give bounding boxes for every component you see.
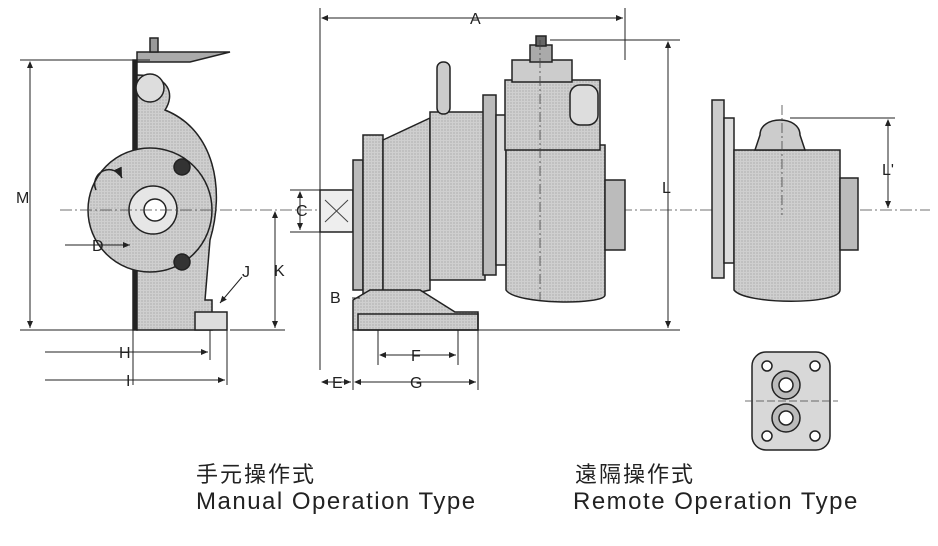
valve-nut xyxy=(535,35,547,47)
dim-label-a: A xyxy=(470,11,481,28)
shaft-cross xyxy=(324,199,349,223)
motor-body xyxy=(429,111,486,281)
port-plate-detail xyxy=(745,351,838,451)
valve-top xyxy=(511,59,573,83)
dim-label-l: L xyxy=(662,180,671,197)
caption-remote-en: Remote Operation Type xyxy=(573,488,859,515)
left-bolt-top xyxy=(173,158,191,176)
mid-flange-left xyxy=(482,94,497,276)
port-bore-lower xyxy=(778,410,794,426)
plate-hole-bl xyxy=(761,430,773,442)
dim-label-f: F xyxy=(411,348,421,365)
pump-cap xyxy=(604,179,626,251)
right-port-boss xyxy=(753,119,807,151)
right-pump-cap xyxy=(839,177,859,251)
center-front-view xyxy=(319,35,626,331)
right-pump-body xyxy=(733,149,841,302)
shaft-flange-b xyxy=(362,134,384,311)
dim-label-i: I xyxy=(126,373,130,390)
dim-label-e: E xyxy=(332,375,343,392)
left-knob xyxy=(135,73,165,103)
left-handle xyxy=(136,51,231,63)
right-remote-view xyxy=(711,99,859,302)
caption-manual-jp: 手元操作式 xyxy=(196,463,317,488)
caption-manual-en: Manual Operation Type xyxy=(196,488,477,515)
left-handle-stem xyxy=(149,37,159,53)
center-dimensions xyxy=(290,8,680,390)
right-dimensions xyxy=(790,117,895,208)
plate-hole-br xyxy=(809,430,821,442)
port-bore-upper xyxy=(778,377,794,393)
dim-label-l-prime: L' xyxy=(882,162,894,179)
shaft-flange-a xyxy=(352,159,364,291)
dim-label-j: J xyxy=(242,264,250,281)
plate-hole-tr xyxy=(809,360,821,372)
valve-cap xyxy=(529,44,553,63)
rotation-arrow xyxy=(93,166,123,191)
valve-port xyxy=(569,84,599,126)
right-flange-inner xyxy=(723,117,735,264)
caption-remote-jp: 遠隔操作式 xyxy=(575,463,696,488)
dim-label-b: B xyxy=(330,290,341,307)
center-base xyxy=(352,289,479,331)
dim-label-c: C xyxy=(296,203,308,220)
dim-label-g: G xyxy=(410,375,422,392)
gear-housing xyxy=(382,116,431,301)
dim-label-d: D xyxy=(92,238,104,255)
plate-hole-tl xyxy=(761,360,773,372)
left-bolt-bottom xyxy=(173,253,191,271)
left-foot xyxy=(194,311,228,331)
left-dimensions xyxy=(20,59,285,385)
base-plate xyxy=(357,313,479,331)
left-side-view xyxy=(87,37,231,331)
right-flange xyxy=(711,99,725,279)
main-pump-body xyxy=(505,144,606,303)
lever-post xyxy=(436,61,451,115)
dim-label-h: H xyxy=(119,345,131,362)
dim-label-m: M xyxy=(16,190,29,207)
dim-label-k: K xyxy=(274,263,285,280)
